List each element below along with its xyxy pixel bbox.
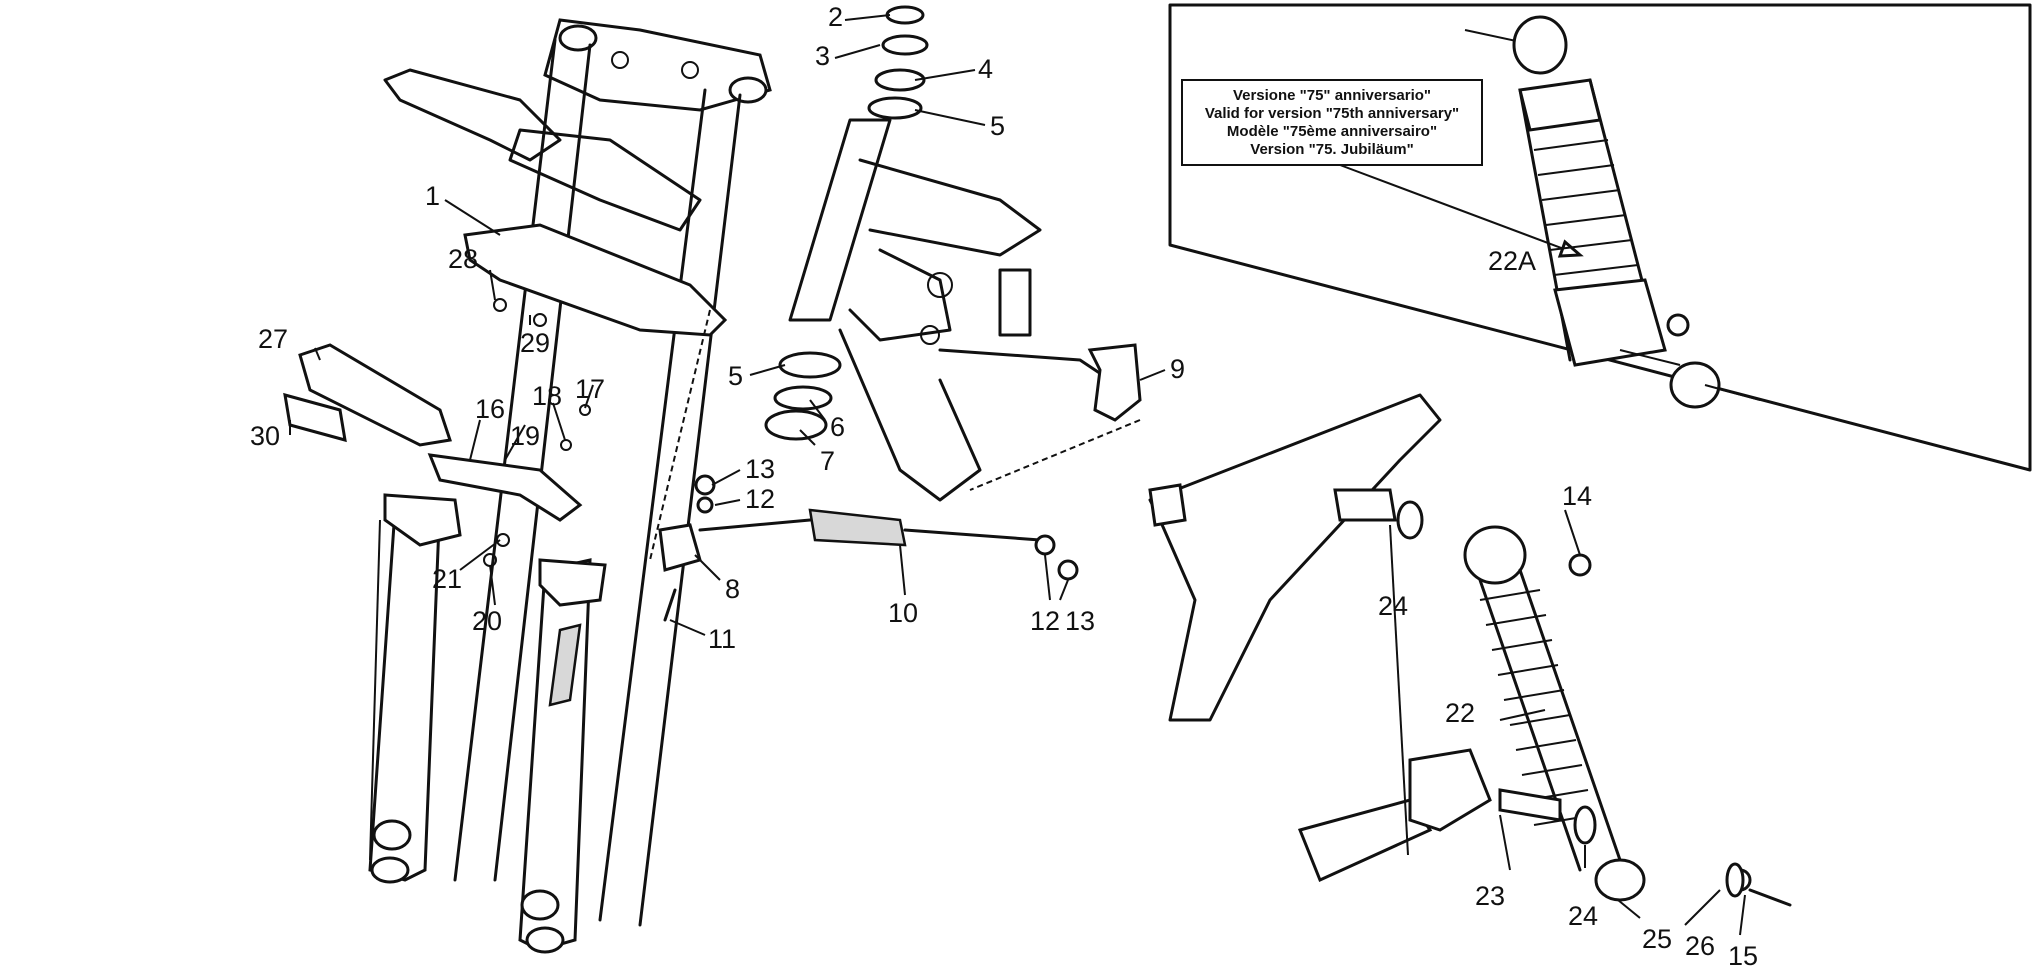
callout-5-top: 5 — [990, 111, 1005, 141]
callout-12-left: 12 — [745, 484, 775, 514]
steering-head-frame — [649, 5, 1142, 561]
callout-15: 15 — [1728, 941, 1758, 971]
callout-10: 10 — [888, 598, 918, 628]
steering-damper — [658, 474, 1079, 622]
callout-9: 9 — [1170, 354, 1185, 384]
callout-12-right: 12 — [1030, 606, 1060, 636]
callout-29: 29 — [520, 328, 550, 358]
callout-labels: 1 2 3 4 5 5 6 7 8 9 10 11 12 12 13 13 14… — [250, 2, 1758, 971]
callout-30: 30 — [250, 421, 280, 451]
callout-5-lower: 5 — [728, 361, 743, 391]
callout-24-lower: 24 — [1568, 901, 1598, 931]
callout-4: 4 — [978, 54, 993, 84]
callout-22A: 22A — [1488, 246, 1536, 276]
callout-18: 18 — [532, 381, 562, 411]
version-line-de: Version "75. Jubiläum" — [1250, 141, 1413, 158]
spring-coils — [1479, 589, 1595, 826]
callout-8: 8 — [725, 574, 740, 604]
callout-21: 21 — [432, 564, 462, 594]
callout-14: 14 — [1562, 481, 1592, 511]
callout-23: 23 — [1475, 881, 1505, 911]
callout-28: 28 — [448, 244, 478, 274]
version-line-en: Valid for version "75th anniversary" — [1205, 105, 1459, 122]
callout-25: 25 — [1642, 924, 1672, 954]
callout-7: 7 — [820, 446, 835, 476]
inset-spring-coils — [1533, 139, 1639, 276]
callout-2: 2 — [828, 2, 843, 32]
version-line-fr: Modèle "75ème anniversairo" — [1227, 123, 1437, 140]
callout-20: 20 — [472, 606, 502, 636]
callout-24-upper: 24 — [1378, 591, 1408, 621]
rear-shock-assembly — [1148, 393, 1792, 907]
version-line-it: Versione "75" anniversario" — [1233, 87, 1431, 104]
callout-1: 1 — [425, 181, 440, 211]
leader-lines — [289, 14, 1746, 936]
callout-13-right: 13 — [1065, 606, 1095, 636]
callout-3: 3 — [815, 41, 830, 71]
callout-11: 11 — [708, 624, 736, 654]
callout-22: 22 — [1445, 698, 1475, 728]
callout-19: 19 — [510, 421, 540, 451]
version-inset: Versione "75" anniversario" Valid for ve… — [1168, 3, 2032, 472]
callout-13-left: 13 — [745, 454, 775, 484]
callout-16: 16 — [475, 394, 505, 424]
callout-6: 6 — [830, 412, 845, 442]
callout-26: 26 — [1685, 931, 1715, 961]
callout-17: 17 — [575, 374, 605, 404]
callout-27: 27 — [258, 324, 288, 354]
version-label-box — [1181, 79, 1483, 166]
